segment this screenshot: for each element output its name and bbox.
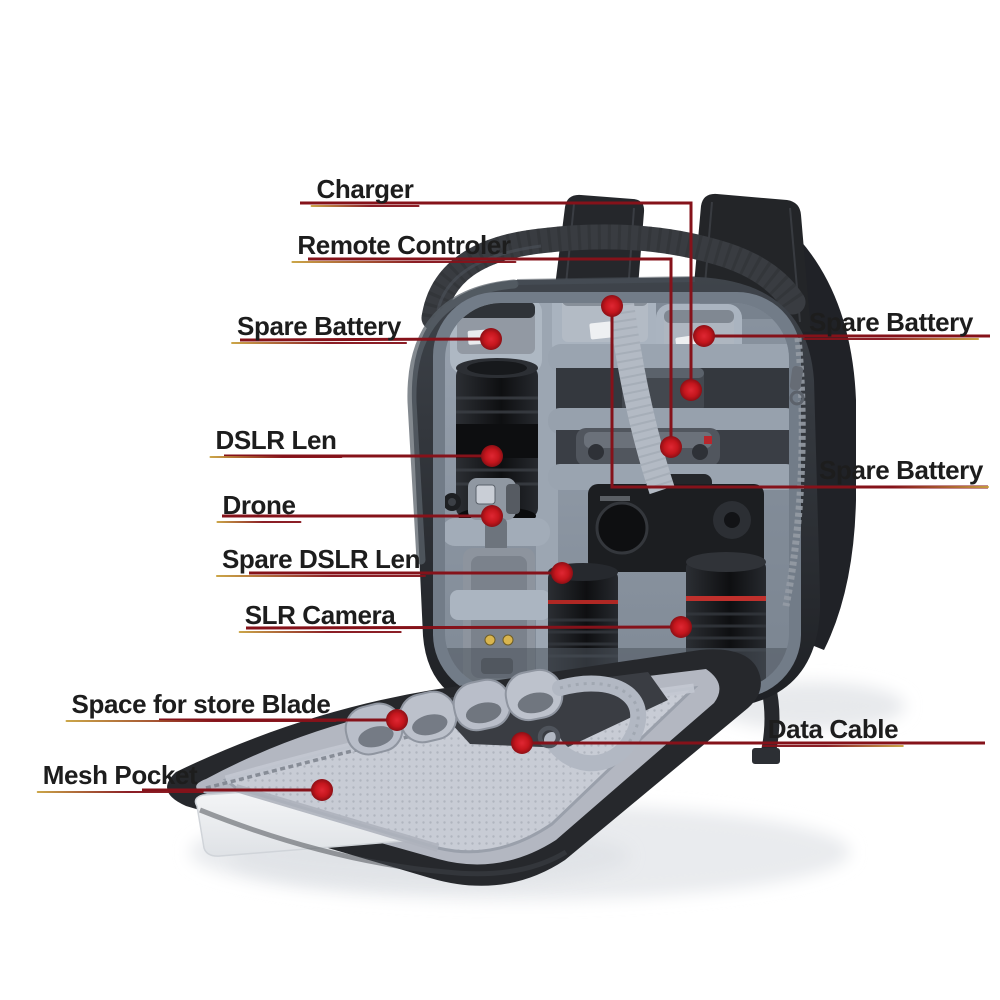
anchor-dot-spare-dslr-len [551,562,573,584]
anchor-dot-space-for-store-blade [386,709,408,731]
leader-line-slr-camera [245,625,676,630]
elastic-loops [344,668,564,756]
front-flap [167,649,761,886]
carry-handle [421,224,806,331]
zipper-pull [789,390,805,406]
anchor-dot-drone [481,505,503,527]
anchor-dot-charger [680,379,702,401]
slr-camera-item [588,474,764,572]
anchor-dot-dslr-len [481,445,503,467]
anchor-dot-mesh-pocket [311,779,333,801]
anchor-dot-slr-camera [670,616,692,638]
anchor-dot-data-cable [511,732,533,754]
leader-line-charger [300,201,693,382]
anchor-dot-spare-battery-right-top [693,325,715,347]
leader-line-remote-controler [308,257,673,439]
anchor-dot-remote-controler [660,436,682,458]
anchor-dot-spare-battery-right-mid [601,295,623,317]
spare-battery-pouch-left [450,303,542,374]
anchor-dot-spare-battery-left [480,328,502,350]
leader-line-spare-battery-right-mid [610,313,988,489]
zipper [782,337,806,607]
leader-line-spare-battery-left [239,337,487,342]
